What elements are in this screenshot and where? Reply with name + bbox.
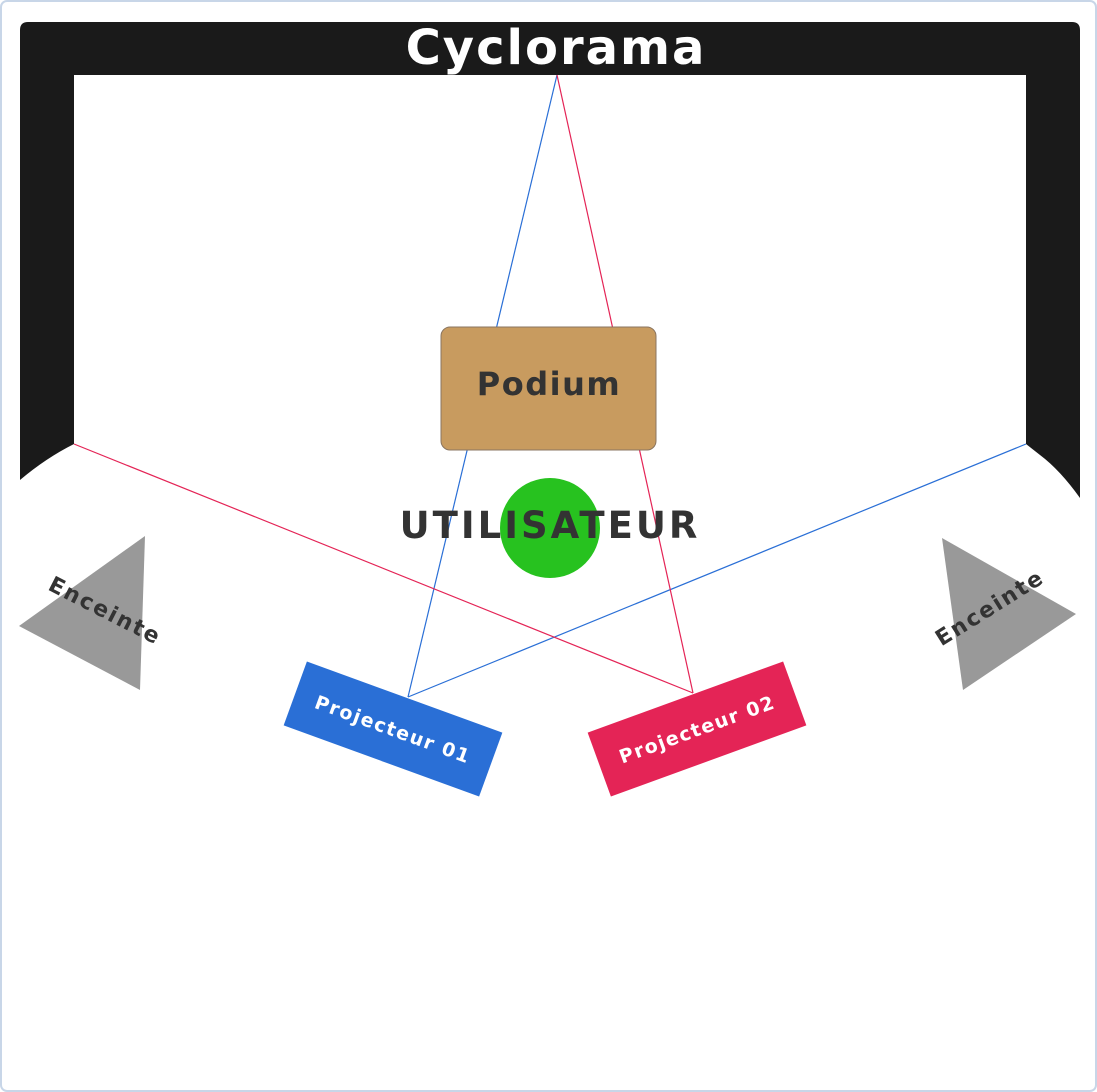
- speaker-right: Enceinte: [931, 538, 1076, 690]
- projector-01-body: [283, 661, 503, 797]
- podium-box: [440, 326, 657, 451]
- user-label: UTILISATEUR: [400, 504, 701, 547]
- cyclorama-wall: [20, 22, 1080, 498]
- projector-02-body: [587, 661, 807, 797]
- speaker-right-triangle: [942, 538, 1076, 690]
- podium-label: Podium: [477, 365, 621, 403]
- user-circle: [500, 478, 600, 578]
- cyclorama-label: Cyclorama: [406, 20, 707, 76]
- podium: Podium: [440, 326, 657, 451]
- projector-01-beam-to-wall-right: [407, 443, 1027, 698]
- speaker-left-triangle: [19, 536, 145, 690]
- projector-02-beam-to-wall-left: [73, 443, 694, 694]
- user: UTILISATEUR: [400, 478, 701, 578]
